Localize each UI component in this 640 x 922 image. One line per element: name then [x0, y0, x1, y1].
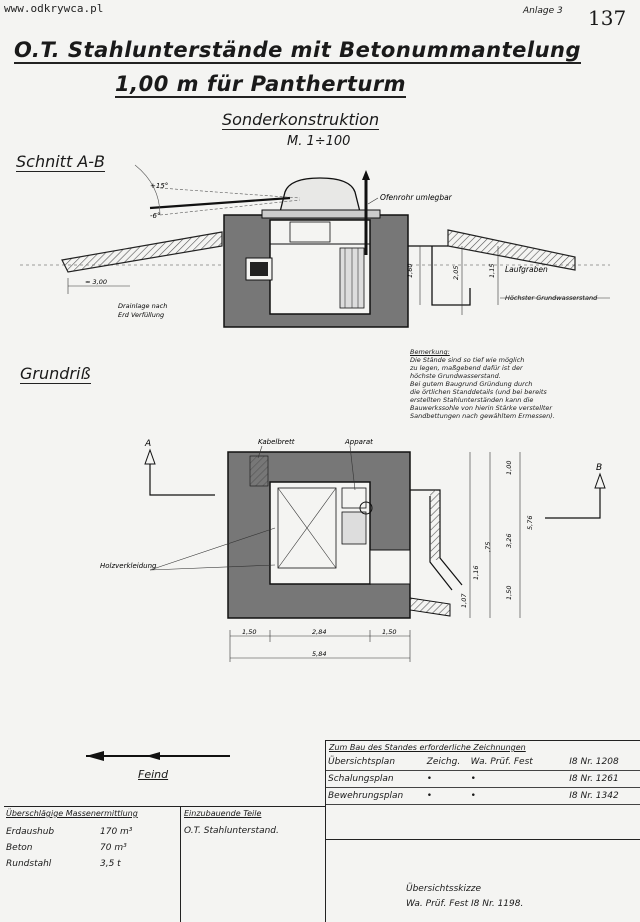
quantity-label: Erdaushub [6, 827, 55, 837]
dim-300: ≈ 3,00 [85, 278, 107, 286]
parts-row: O.T. Stahlunterstand. [184, 826, 279, 836]
dim-v-326: 3,26 [505, 534, 513, 548]
remark-line: Bauwerkssohle von hierin Stärke verstell… [410, 404, 553, 412]
scale-label: M. 1÷100 [287, 134, 351, 149]
quantities-header: Überschlägige Massenermittlung [6, 809, 138, 818]
gun-barrel [149, 196, 291, 210]
quantity-value: 3,5 t [100, 859, 121, 869]
enemy-arrow [86, 751, 230, 761]
remark-line: Bei gutem Baugrund Gründung durch [410, 380, 533, 388]
dim-115: 1,15 [488, 264, 496, 278]
drawing-row: Schalungsplan••I8 Nr. 1261 [326, 770, 640, 788]
dim-150-right: 1,50 [382, 628, 396, 636]
remark-line: zu legen, maßgebend dafür ist der [410, 364, 523, 372]
parts-box: Einzubauende Teile O.T. Stahlunterstand. [180, 806, 325, 922]
quantities-box: Überschlägige Massenermittlung Erdaushub… [4, 806, 181, 922]
dim-284: 2,84 [312, 628, 326, 636]
remark-line: die örtlichen Standdetails (und bei bere… [410, 388, 547, 396]
drawing-cell-a: • [424, 770, 469, 788]
footer-line-1: Übersichtsskizze [406, 884, 481, 894]
dim-584: 5,84 [312, 650, 326, 658]
left-earth-cover [61, 231, 223, 273]
trench-label: Laufgraben [505, 265, 548, 274]
drawings-header: Zum Bau des Standes erforderliche Zeichn… [329, 743, 526, 752]
title-line-1: O.T. Stahlunterstände mit Betonummantelu… [14, 38, 582, 64]
drawing-cell-name: Schalungsplan [326, 770, 425, 788]
plan-title: Grundriß [20, 364, 91, 384]
stovepipe-label: Ofenrohr umlegbar [380, 193, 453, 202]
drainage-label: Drainlage nach [118, 302, 167, 310]
remark-line: erstellten Stahlunterständen kann die [410, 396, 534, 404]
watermark: www.odkrywca.pl [4, 2, 104, 15]
drawing-cell-a: • [424, 787, 469, 805]
parts-header: Einzubauende Teile [184, 809, 262, 818]
drawings-box: Zum Bau des Standes erforderliche Zeichn… [325, 740, 640, 922]
quantity-row: Erdaushub 170 m³ [4, 824, 134, 840]
remark-line: Sandbettungen nach gewähltem Ermessen). [410, 412, 555, 420]
drawing-cell-c: I8 Nr. 1208 [567, 754, 640, 771]
quantity-label: Beton [6, 843, 33, 853]
cable-board-label: Kabelbrett [258, 438, 295, 446]
remark-line: Die Stände sind so tief wie möglich [410, 356, 525, 364]
right-earth-cover [447, 229, 576, 271]
panther-turret [279, 177, 361, 213]
quantity-row: Rundstahl 3,5 t [4, 856, 134, 872]
section-marker-b: B [596, 463, 602, 473]
drawing-cell-b: Wa. Prüf. Fest [468, 754, 568, 771]
remarks-block: Bemerkung: Die Stände sind so tief wie m… [410, 348, 638, 420]
drawing-cell-c: I8 Nr. 1342 [567, 787, 640, 805]
quantity-value: 170 m³ [100, 827, 133, 837]
dim-v-150: 1,50 [505, 586, 513, 600]
dim-v-116: 1,16 [472, 566, 480, 580]
plan-drawing: A B Kabelbrett Apparat Holzverkleidung 1… [100, 438, 606, 662]
dim-v-100: 1,00 [505, 461, 513, 475]
dim-205: 2,05 [452, 266, 460, 280]
title-line-2: 1,00 m für Pantherturm [115, 72, 407, 98]
drawing-cell-b: • [468, 770, 568, 788]
enemy-label: Feind [138, 768, 169, 781]
subtitle: Sonderkonstruktion [222, 110, 380, 130]
section-title: Schnitt A-B [16, 152, 106, 172]
quantities-table: Erdaushub 170 m³ Beton 70 m³ Rundstahl 3,5 t [4, 824, 134, 872]
drawing-row: Bewehrungsplan••I8 Nr. 1342 [326, 787, 640, 805]
quantity-label: Rundstahl [6, 859, 52, 869]
drawing-cell-c: I8 Nr. 1261 [567, 770, 640, 788]
remarks-heading: Bemerkung: [410, 348, 450, 356]
quantity-row: Beton 70 m³ [4, 840, 134, 856]
dim-160: 1,60 [406, 264, 414, 278]
wood-panel-label: Holzverkleidung [100, 562, 157, 570]
drawing-cell-a: Zeichg. [424, 754, 469, 771]
dim-150-left: 1,50 [242, 628, 256, 636]
drainage-label-2: Erd Verfüllung [118, 311, 164, 319]
dim-v-107: 1,07 [460, 593, 468, 608]
drawing-cell-name: Übersichtsplan [326, 754, 425, 771]
anlage-label: Anlage 3 [523, 6, 563, 16]
footer-line-2: Wa. Prüf. Fest I8 Nr. 1198. [406, 899, 524, 909]
section-drawing: +15° -6° Ofenrohr umlegbar 1,60 2,05 1,1… [20, 164, 610, 328]
angle-label-1: +15° [150, 182, 168, 190]
page-number: 137 [588, 6, 627, 30]
remark-line: höchste Grundwasserstand. [410, 372, 501, 380]
section-marker-a: A [144, 439, 151, 449]
drawing-cell-b: • [468, 787, 568, 805]
dim-v-576: 5,76 [526, 516, 534, 530]
dim-v-75: ,75 [484, 542, 492, 552]
quantity-value: 70 m³ [100, 843, 127, 853]
apparatus-label: Apparat [344, 438, 373, 446]
drawing-cell-name: Bewehrungsplan [326, 787, 425, 805]
angle-label-2: -6° [150, 212, 160, 220]
